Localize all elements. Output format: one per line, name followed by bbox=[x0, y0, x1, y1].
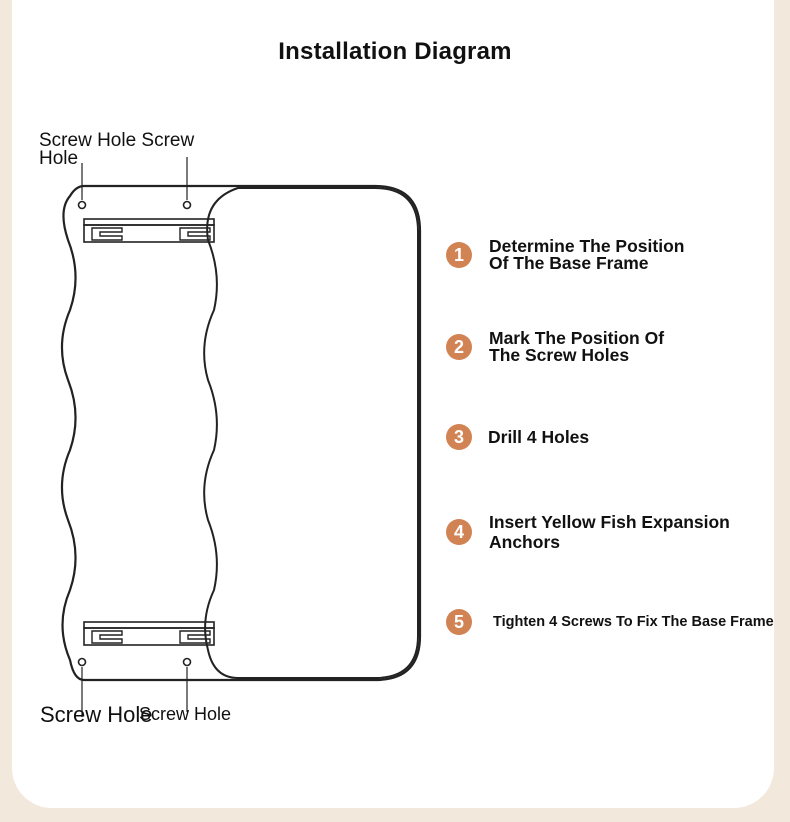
step-5-text: Tighten 4 Screws To Fix The Base Frame bbox=[493, 613, 774, 630]
top-rail bbox=[83, 218, 215, 243]
step-3-badge: 3 bbox=[446, 424, 472, 450]
screw-hole-top-right bbox=[182, 200, 192, 210]
step-3: 3 Drill 4 Holes bbox=[446, 424, 778, 450]
step-1: 1 Determine The Position Of The Base Fra… bbox=[446, 236, 704, 273]
page-title: Installation Diagram bbox=[278, 38, 512, 65]
frame-outline bbox=[60, 184, 422, 682]
step-2: 2 Mark The Position Of The Screw Holes bbox=[446, 328, 684, 365]
step-4-badge: 4 bbox=[446, 519, 472, 545]
label-screw-hole-bottom-right: Screw Hole bbox=[139, 704, 232, 724]
step-2-badge: 2 bbox=[446, 334, 472, 360]
step-5-badge: 5 bbox=[446, 609, 472, 635]
step-1-text: Determine The Position Of The Base Frame bbox=[489, 236, 685, 273]
frame-inner-panel bbox=[203, 187, 419, 679]
step-2-text: Mark The Position Of The Screw Holes bbox=[489, 328, 665, 365]
step-1-badge: 1 bbox=[446, 242, 472, 268]
bottom-rail bbox=[83, 621, 215, 646]
step-4-text: Insert Yellow Fish Expansion Anchors bbox=[489, 512, 730, 552]
screw-hole-bottom-right bbox=[182, 657, 192, 667]
step-5: 5 Tighten 4 Screws To Fix The Base Frame bbox=[446, 609, 790, 635]
step-3-text: Drill 4 Holes bbox=[488, 426, 590, 447]
label-screw-hole-bottom-left: Screw Hole bbox=[40, 702, 153, 727]
screw-hole-top-left bbox=[77, 200, 87, 210]
screw-hole-bottom-left bbox=[77, 657, 87, 667]
step-4: 4 Insert Yellow Fish Expansion Anchors bbox=[446, 512, 749, 552]
label-screw-hole-top: Screw Hole Screw Hole bbox=[39, 130, 195, 169]
